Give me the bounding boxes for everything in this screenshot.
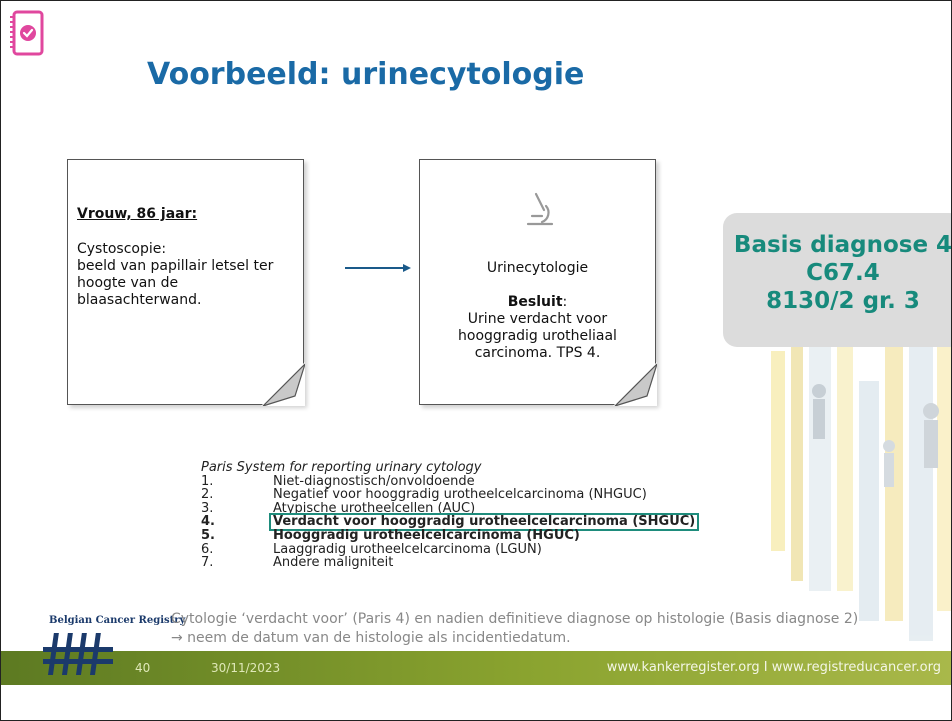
list-item: 7. Andere maligniteit xyxy=(201,556,697,570)
diagnosis-line: 8130/2 gr. 3 xyxy=(766,288,920,314)
footnote-line: → neem de datum van de histologie als in… xyxy=(171,630,571,646)
logo-text: Belgian Cancer Registry xyxy=(49,615,186,626)
slide-title: Voorbeeld: urinecytologie xyxy=(147,57,585,92)
besluit-line: Besluit: xyxy=(420,294,655,311)
footnote: Cytologie ‘verdacht voor’ (Paris 4) en n… xyxy=(171,610,858,648)
slide-date: 30/11/2023 xyxy=(211,661,281,675)
list-number: 5. xyxy=(201,527,215,543)
list-label: Atypische urotheelcellen (AUC) xyxy=(273,500,476,516)
list-label: Andere maligniteit xyxy=(273,555,394,571)
note-line: Cystoscopie: xyxy=(77,241,167,257)
list-label: Niet-diagnostisch/onvoldoende xyxy=(273,473,475,489)
list-label: Hooggradig urotheelcelcarcinoma (HGUC) xyxy=(273,527,580,543)
microscope-icon xyxy=(526,192,554,226)
page-number: 40 xyxy=(135,661,151,675)
paris-system-list: Paris System for reporting urinary cytol… xyxy=(201,460,700,570)
arrow-right-icon xyxy=(345,264,411,272)
list-label: Verdacht voor hooggradig urotheelcelcarc… xyxy=(268,513,700,531)
list-label: Laaggradig urotheelcelcarcinoma (LGUN) xyxy=(273,541,542,557)
note-line: blaasachterwand. xyxy=(77,292,202,308)
checklist-icon xyxy=(10,10,44,56)
page-fold-icon xyxy=(261,362,305,406)
cytology-label: Urinecytologie xyxy=(486,260,589,276)
list-item-highlighted: 4. Verdacht voor hooggradig urotheelcelca… xyxy=(201,513,700,531)
list-item: 3. Atypische urotheelcellen (AUC) xyxy=(201,502,697,516)
patient-heading: Vrouw, 86 jaar: xyxy=(77,206,198,222)
bcr-logo-icon xyxy=(43,633,113,675)
list-number: 1. xyxy=(201,473,214,489)
diagnosis-line: Basis diagnose 4 xyxy=(733,232,952,258)
diagnosis-line: C67.4 xyxy=(806,260,880,286)
page-fold-icon xyxy=(613,362,657,406)
note-line: carcinoma. TPS 4. xyxy=(474,345,601,361)
list-number: 2. xyxy=(201,487,214,503)
note-line: hooggradig urotheliaal xyxy=(458,328,617,344)
list-item: 2. Negatief voor hooggradig urotheelcelca… xyxy=(201,488,697,502)
list-number: 7. xyxy=(201,555,214,571)
list-number: 6. xyxy=(201,541,214,557)
patient-note: Vrouw, 86 jaar: Cystoscopie: beeld van p… xyxy=(67,159,305,406)
footer-urls: www.kankerregister.org I www.registreduc… xyxy=(606,660,941,675)
list-number: 4. xyxy=(201,514,215,530)
list-label: Negatief voor hooggradig urotheelcelcarc… xyxy=(273,487,647,503)
list-number: 3. xyxy=(201,500,214,516)
diagnosis-box: Basis diagnose 4 C67.4 8130/2 gr. 3 xyxy=(723,213,952,347)
footnote-line: Cytologie ‘verdacht voor’ (Paris 4) en n… xyxy=(171,611,859,627)
footer-bar: 40 30/11/2023 www.kankerregister.org I w… xyxy=(1,651,951,685)
list-item: 6. Laaggradig urotheelcelcarcinoma (LGUN) xyxy=(201,541,697,557)
paris-title: Paris System for reporting urinary cytol… xyxy=(201,460,482,475)
note-line: Urine verdacht voor xyxy=(467,311,608,327)
note-line: beeld van papillair letsel ter xyxy=(77,258,274,274)
list-item: 1. Niet-diagnostisch/onvoldoende xyxy=(201,473,697,489)
cytology-note: Urinecytologie Besluit: Urine verdacht v… xyxy=(419,159,657,406)
note-line: hoogte van de xyxy=(77,275,179,291)
besluit-colon: : xyxy=(562,294,568,310)
besluit-label: Besluit xyxy=(507,294,563,310)
list-item: 5. Hooggradig urotheelcelcarcinoma (HGUC) xyxy=(201,529,697,543)
